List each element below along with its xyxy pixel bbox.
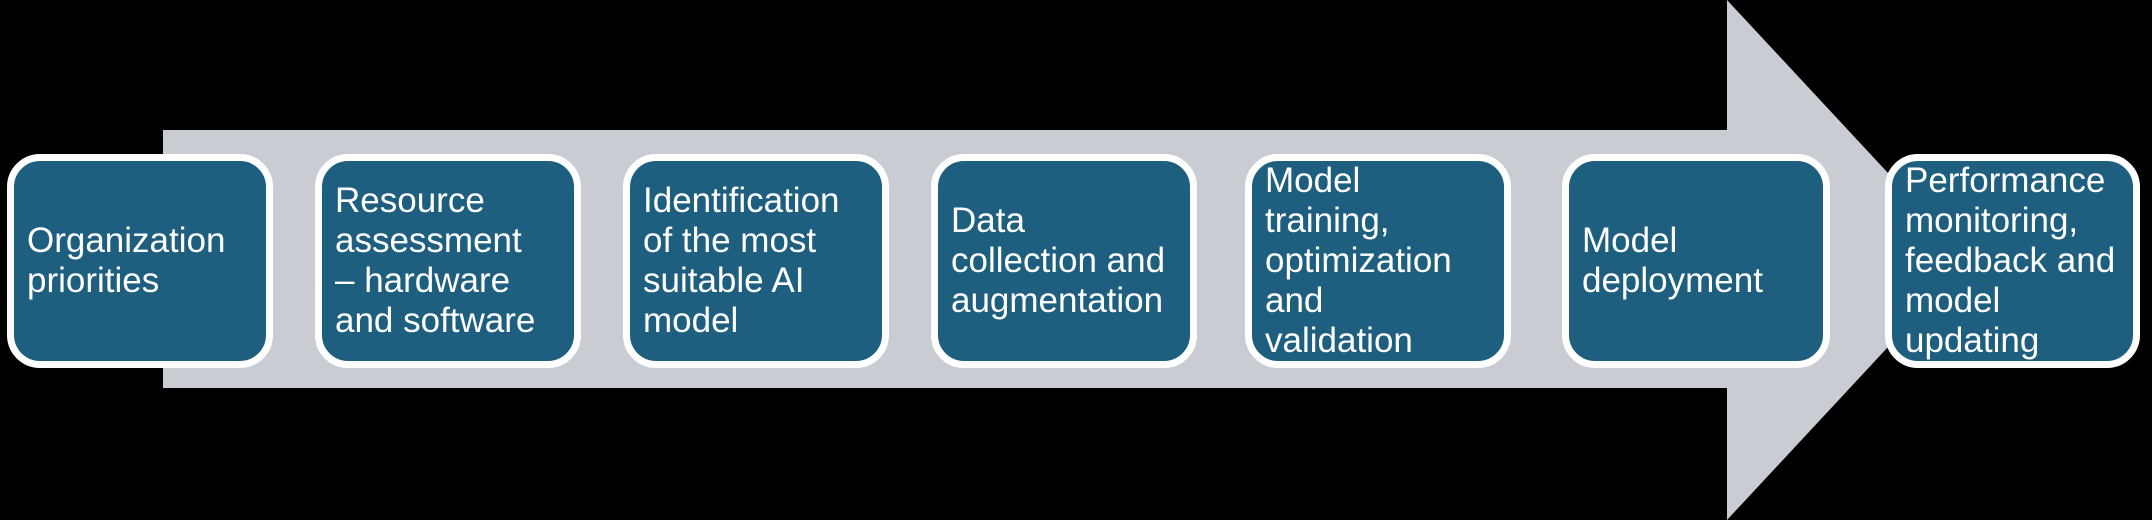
stage-label: Resource assessment – hardware and softw…	[335, 181, 536, 340]
stage-label: Performance monitoring, feedback and mod…	[1905, 161, 2116, 360]
stage-box-model-training: Model training, optimization and validat…	[1245, 154, 1511, 368]
stage-box-model-deployment: Model deployment	[1562, 154, 1830, 368]
stage-label: Organization priorities	[27, 221, 226, 300]
stage-box-model-identification: Identification of the most suitable AI m…	[623, 154, 889, 368]
stage-box-resource-assessment: Resource assessment – hardware and softw…	[315, 154, 581, 368]
stage-box-data-collection: Data collection and augmentation	[931, 154, 1197, 368]
stage-label: Identification of the most suitable AI m…	[643, 181, 840, 340]
stage-label: Data collection and augmentation	[951, 201, 1166, 320]
stage-label: Model deployment	[1582, 221, 1763, 300]
stage-label: Model training, optimization and validat…	[1265, 161, 1452, 360]
stage-box-organization-priorities: Organization priorities	[7, 154, 273, 368]
stage-box-performance-monitoring: Performance monitoring, feedback and mod…	[1885, 154, 2140, 368]
